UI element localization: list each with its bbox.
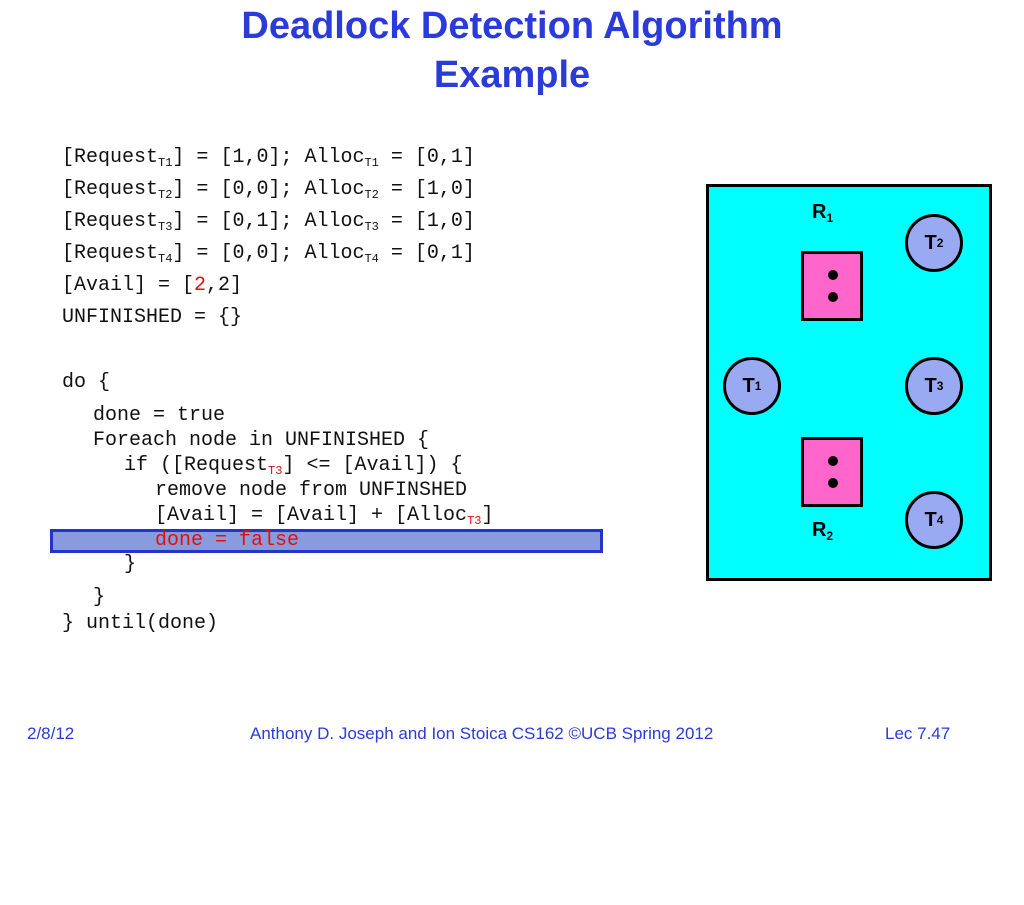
- thread-subscript: T4: [158, 252, 173, 266]
- alloc-value: [0,1]: [414, 146, 475, 169]
- resource-r2: [801, 437, 863, 507]
- alloc-prefix: ; Alloc: [280, 146, 365, 169]
- equals: ] =: [172, 242, 221, 265]
- equals: =: [378, 178, 415, 201]
- close-if-line: }: [124, 553, 137, 576]
- request-value: [0,0]: [220, 242, 281, 265]
- alloc-prefix: ; Alloc: [280, 178, 365, 201]
- equals: =: [378, 210, 415, 233]
- title-line-1: Deadlock Detection Algorithm: [241, 5, 783, 47]
- highlight-box: [50, 529, 603, 553]
- equals: ] =: [172, 146, 221, 169]
- if-subscript: T3: [268, 464, 283, 478]
- done-false-line: done = false: [155, 529, 300, 552]
- avail-update-suffix: ]: [481, 504, 494, 527]
- remove-line: remove node from UNFINSHED: [155, 479, 468, 502]
- title-line-2: Example: [433, 54, 591, 96]
- thread-subscript: T2: [158, 188, 173, 202]
- resource-instance-dot: [828, 456, 838, 466]
- resource-instance-dot: [828, 478, 838, 488]
- request-prefix: [Request: [62, 146, 159, 169]
- done-true-line: done = true: [93, 404, 226, 427]
- request-alloc-line: [RequestT2] = [0,0]; AllocT2 = [1,0]: [62, 178, 475, 202]
- alloc-prefix: ; Alloc: [280, 242, 365, 265]
- request-alloc-line: [RequestT1] = [1,0]; AllocT1 = [0,1]: [62, 146, 475, 170]
- request-prefix: [Request: [62, 242, 159, 265]
- slide-title: Deadlock Detection Algorithm Example: [0, 2, 1024, 100]
- equals: =: [378, 146, 415, 169]
- equals: =: [378, 242, 415, 265]
- if-suffix: ] <= [Avail]) {: [282, 454, 463, 477]
- until-line: } until(done): [62, 612, 219, 635]
- if-line: if ([RequestT3] <= [Avail]) {: [124, 454, 462, 478]
- thread-subscript: T3: [364, 220, 379, 234]
- request-value: [1,0]: [220, 146, 281, 169]
- thread-subscript: T1: [364, 156, 379, 170]
- request-value: [0,1]: [220, 210, 281, 233]
- avail-rest: ,2]: [206, 274, 243, 297]
- avail-update-prefix: [Avail] = [Avail] + [Alloc: [155, 504, 468, 527]
- unfinished-line: UNFINISHED = {}: [62, 306, 243, 329]
- resource-label-r2: R2: [812, 519, 834, 543]
- equals: ] =: [172, 178, 221, 201]
- request-alloc-line: [RequestT3] = [0,1]; AllocT3 = [1,0]: [62, 210, 475, 234]
- resource-instance-dot: [828, 270, 838, 280]
- footer-credit: Anthony D. Joseph and Ion Stoica CS162 ©…: [250, 724, 714, 743]
- footer-date: 2/8/12: [27, 724, 75, 743]
- request-prefix: [Request: [62, 210, 159, 233]
- alloc-value: [0,1]: [414, 242, 475, 265]
- avail-update-line: [Avail] = [Avail] + [AllocT3]: [155, 504, 493, 528]
- alloc-prefix: ; Alloc: [280, 210, 365, 233]
- request-alloc-line: [RequestT4] = [0,0]; AllocT4 = [0,1]: [62, 242, 475, 266]
- thread-subscript: T4: [364, 252, 379, 266]
- avail-first-value: 2: [194, 274, 207, 297]
- close-foreach-line: }: [93, 586, 106, 609]
- do-open-line: do {: [62, 371, 111, 394]
- request-prefix: [Request: [62, 178, 159, 201]
- if-prefix: if ([Request: [124, 454, 269, 477]
- resource-label-r1: R1: [812, 201, 834, 225]
- equals: ] =: [172, 210, 221, 233]
- avail-line: [Avail] = [2,2]: [62, 274, 242, 298]
- thread-subscript: T2: [364, 188, 379, 202]
- foreach-line: Foreach node in UNFINISHED {: [93, 429, 430, 452]
- thread-subscript: T1: [158, 156, 173, 170]
- resource-instance-dot: [828, 292, 838, 302]
- request-value: [0,0]: [220, 178, 281, 201]
- alloc-value: [1,0]: [414, 178, 475, 201]
- thread-subscript: T3: [158, 220, 173, 234]
- resource-r1: [801, 251, 863, 321]
- avail-prefix: [Avail] = [: [62, 274, 195, 297]
- avail-update-subscript: T3: [467, 514, 482, 528]
- alloc-value: [1,0]: [414, 210, 475, 233]
- footer-lecture: Lec 7.47: [885, 724, 951, 743]
- code-block: [RequestT1] = [1,0]; AllocT1 = [0,1] [Re…: [62, 146, 493, 905]
